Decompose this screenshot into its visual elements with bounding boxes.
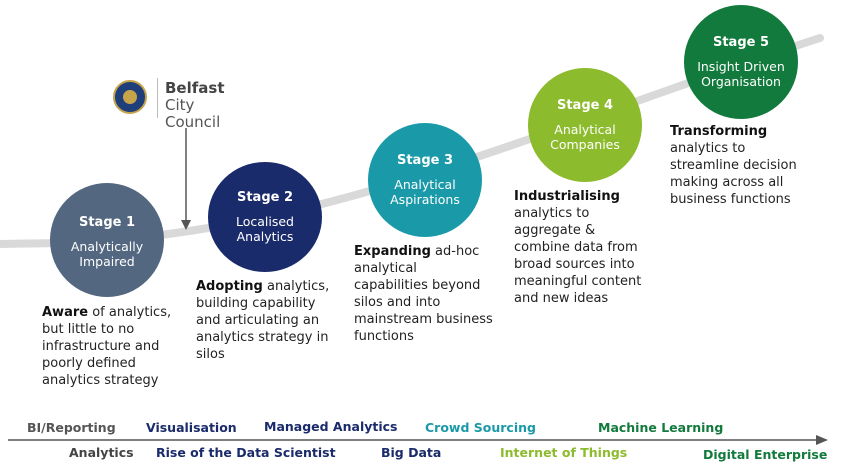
- council-crest-icon: [113, 80, 147, 114]
- tech-digital-enterprise: Digital Enterprise: [703, 447, 828, 462]
- tech-big-data: Big Data: [381, 445, 442, 460]
- stage-3-desc-text: ad-hoc analytical capabilities beyond si…: [354, 244, 493, 344]
- stage-2-name-line2: Analytics: [236, 229, 294, 244]
- stage-3-desc-keyword: Expanding: [354, 244, 431, 259]
- stage-1-desc-keyword: Aware: [42, 305, 89, 320]
- stage-5-number: Stage 5: [712, 35, 770, 50]
- stage-4-description: Industrialising analytics to aggregate &…: [514, 188, 654, 307]
- tech-analytics: Analytics: [69, 445, 134, 460]
- tech-internet-of-things: Internet of Things: [500, 445, 628, 460]
- tech-crowd-sourcing: Crowd Sourcing: [425, 420, 536, 435]
- stage-1-desc-text: of analytics, but little to no infrastru…: [42, 305, 172, 388]
- stage-1-name-line2: Impaired: [79, 254, 135, 269]
- stage-2-name-line1: Localised: [235, 214, 294, 229]
- logo-line2: City Council: [165, 96, 221, 131]
- stage-1-circle: Stage 1 Analytically Impaired: [50, 183, 164, 297]
- stage-4-desc-keyword: Industrialising: [514, 189, 620, 204]
- logo-pointer-arrowhead: [181, 220, 191, 230]
- stage-3-name-line2: Aspirations: [390, 192, 460, 207]
- logo-text: Belfast City Council: [165, 80, 253, 131]
- logo-line1: Belfast: [165, 79, 225, 97]
- tech-managed-analytics: Managed Analytics: [264, 419, 398, 434]
- stage-3-name-line1: Analytical: [394, 177, 456, 192]
- stage-2-description: Adopting analytics, building capability …: [196, 278, 341, 363]
- logo-divider: [157, 78, 158, 118]
- stage-5-description: Transforming analytics to streamline dec…: [670, 123, 810, 208]
- stage-3-number: Stage 3: [396, 153, 454, 168]
- tech-visualisation: Visualisation: [146, 420, 237, 435]
- tech-machine-learning: Machine Learning: [598, 420, 724, 435]
- stage-5-circle: Stage 5 Insight Driven Organisation: [684, 5, 798, 119]
- stage-2-desc-text: analytics, building capability and artic…: [196, 279, 330, 362]
- stage-3-circle: Stage 3 Analytical Aspirations: [368, 123, 482, 237]
- stage-4-circle: Stage 4 Analytical Companies: [528, 68, 642, 182]
- stage-2-circle: Stage 2 Localised Analytics: [208, 162, 322, 272]
- stage-5-desc-keyword: Transforming: [670, 124, 768, 139]
- stage-2-desc-keyword: Adopting: [196, 279, 263, 294]
- timeline-arrowhead: [816, 435, 828, 445]
- stage-5-name-line1: Insight Driven: [697, 59, 785, 74]
- stage-5-name-line2: Organisation: [701, 74, 781, 89]
- tech-bi-reporting: BI/Reporting: [27, 420, 116, 435]
- stage-5-desc-text: analytics to streamline decision making …: [670, 141, 797, 207]
- stage-4-name-line1: Analytical: [554, 122, 616, 137]
- stage-1-name-line1: Analytically: [70, 239, 144, 254]
- belfast-city-council-logo: Belfast City Council: [113, 78, 253, 131]
- stage-4-number: Stage 4: [556, 98, 614, 113]
- stage-3-description: Expanding ad-hoc analytical capabilities…: [354, 243, 494, 345]
- stage-1-description: Aware of analytics, but little to no inf…: [42, 304, 187, 389]
- stage-4-name-line2: Companies: [550, 137, 620, 152]
- stage-4-desc-text: analytics to aggregate & combine data fr…: [514, 206, 642, 306]
- stage-1-number: Stage 1: [78, 215, 136, 230]
- tech-rise-of-data-scientist: Rise of the Data Scientist: [156, 445, 336, 460]
- stage-2-number: Stage 2: [236, 190, 294, 205]
